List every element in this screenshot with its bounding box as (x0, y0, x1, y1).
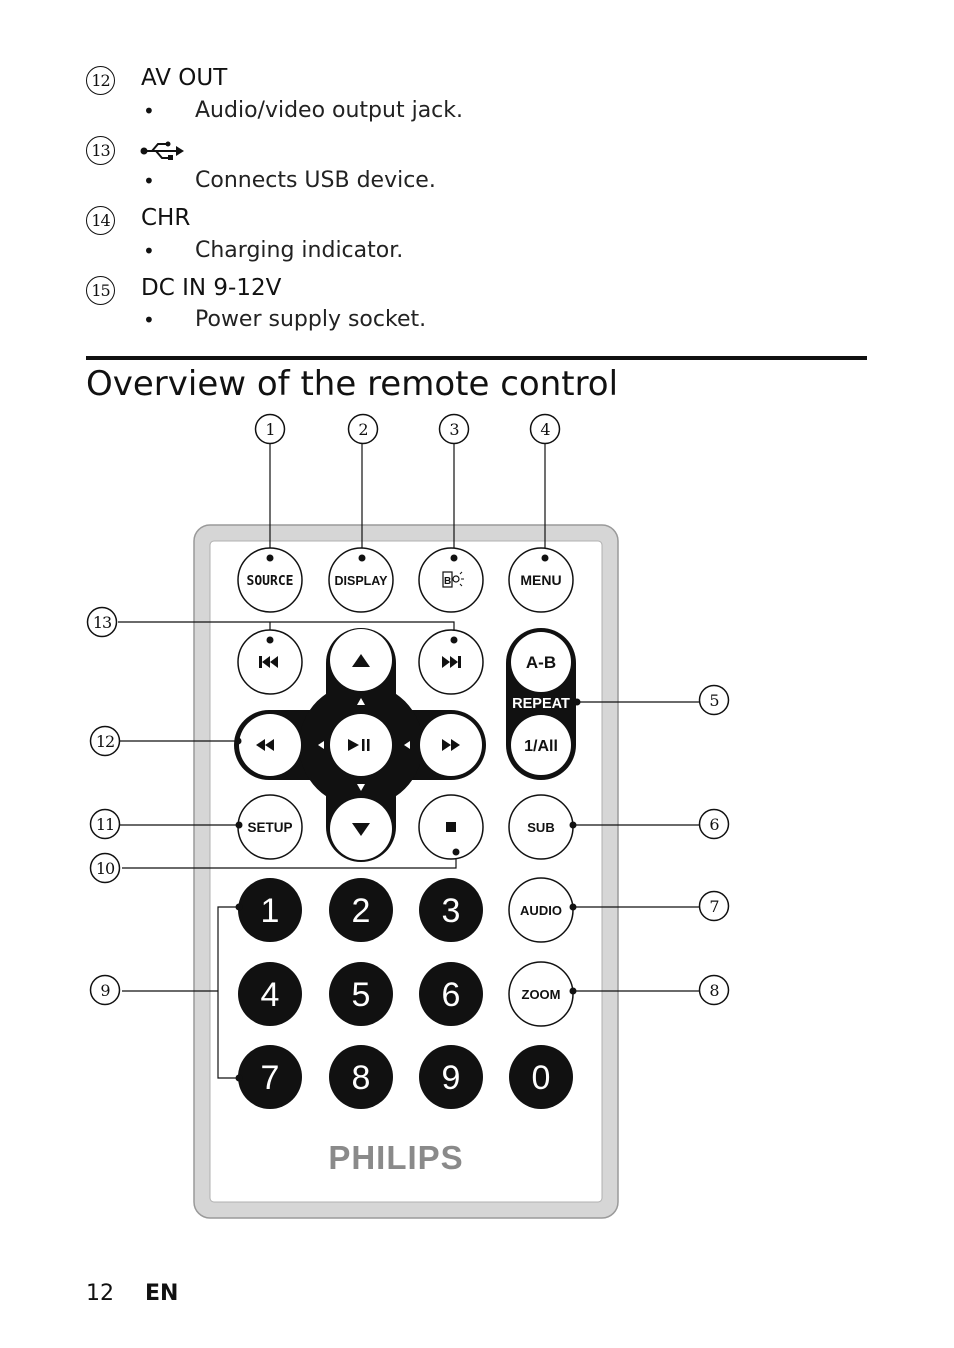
item-desc-av-out: Audio/video output jack. (195, 98, 464, 123)
digit-0-label: 0 (532, 1059, 551, 1097)
item-desc-chr: Charging indicator. (195, 238, 404, 263)
play-pause-icon (348, 739, 370, 751)
digit-8-button[interactable] (329, 1045, 393, 1109)
digit-9-label: 9 (442, 1059, 461, 1097)
display-label: DISPLAY (334, 574, 388, 588)
callout-13: 13 (93, 613, 111, 632)
digit-5-label: 5 (352, 976, 371, 1014)
stop-icon (446, 822, 456, 832)
section-divider (86, 356, 867, 360)
small-down-arrow-icon (357, 784, 365, 791)
menu-label: MENU (520, 572, 561, 588)
play-pause-button[interactable] (330, 714, 392, 776)
rewind-icon (256, 739, 274, 751)
callout-12: 12 (96, 732, 114, 751)
digit-6-button[interactable] (419, 962, 483, 1026)
svg-text:B: B (444, 576, 451, 587)
small-right-arrow-icon (404, 741, 410, 749)
backlight-icon: B (442, 571, 464, 588)
item-desc-dc-in: Power supply socket. (195, 307, 427, 332)
bullet: • (143, 239, 155, 263)
callout-9: 9 (100, 981, 110, 1000)
next-icon (442, 656, 461, 668)
section-heading: Overview of the remote control (86, 364, 619, 404)
digit-3-button[interactable] (419, 878, 483, 942)
down-arrow-icon (352, 823, 370, 836)
callout-7: 7 (709, 897, 719, 916)
oneall-label: 1/All (524, 738, 558, 755)
display-button[interactable] (328, 547, 394, 613)
brand-logo: PHILIPS (328, 1139, 463, 1176)
bullet: • (143, 308, 155, 332)
digit-7-button[interactable] (238, 1045, 302, 1109)
page-number: 12 (86, 1281, 114, 1306)
zoom-label: ZOOM (522, 987, 561, 1002)
bullet: • (143, 169, 155, 193)
remote-body-inner (209, 540, 603, 1203)
digit-4-button[interactable] (238, 962, 302, 1026)
transport-icons: B (256, 571, 464, 836)
callout-6: 6 (709, 815, 719, 834)
digit-8-label: 8 (352, 1059, 371, 1097)
item-desc-usb: Connects USB device. (195, 168, 436, 193)
previous-icon (259, 656, 278, 668)
callout-dots (234, 554, 581, 1082)
item-number-12: 12 (86, 66, 115, 95)
ab-button[interactable] (511, 632, 571, 692)
callout-11: 11 (96, 815, 114, 834)
digit-0-button[interactable] (509, 1045, 573, 1109)
callout-2: 2 (358, 420, 367, 439)
backlight-button[interactable] (418, 547, 484, 613)
sub-label: SUB (527, 820, 554, 835)
setup-label: SETUP (247, 820, 292, 835)
callout-8: 8 (709, 981, 719, 1000)
ab-label: A-B (526, 653, 556, 672)
usb-icon (140, 140, 186, 162)
item-number-13: 13 (86, 136, 115, 165)
number-buttons (238, 878, 573, 1109)
small-left-arrow-icon (318, 741, 324, 749)
digit-2-label: 2 (352, 892, 371, 930)
item-number-14: 14 (86, 206, 115, 235)
repeat-label: REPEAT (512, 696, 570, 712)
item-title-av-out: AV OUT (141, 65, 228, 91)
callout-5: 5 (709, 691, 718, 710)
menu-button[interactable] (508, 547, 574, 613)
bullet: • (143, 99, 155, 123)
digit-4-label: 4 (261, 976, 280, 1014)
digit-3-label: 3 (442, 892, 461, 930)
source-label: SOURCE (247, 574, 294, 589)
one-all-button[interactable] (511, 715, 571, 775)
item-number-15: 15 (86, 276, 115, 305)
callout-10: 10 (96, 859, 115, 878)
item-title-dc-in: DC IN 9-12V (141, 275, 282, 301)
digit-2-button[interactable] (329, 878, 393, 942)
digit-6-label: 6 (442, 976, 461, 1014)
language-code: EN (145, 1281, 179, 1306)
digit-9-button[interactable] (419, 1045, 483, 1109)
fast-forward-icon (442, 739, 460, 751)
callout-1: 1 (265, 420, 274, 439)
item-title-chr: CHR (141, 205, 191, 231)
digit-1-label: 1 (261, 892, 280, 930)
digit-1-button[interactable] (238, 878, 302, 942)
callout-3: 3 (449, 420, 458, 439)
digit-7-label: 7 (261, 1059, 280, 1097)
small-up-arrow-icon (357, 698, 365, 705)
audio-label: AUDIO (520, 903, 562, 918)
callout-4: 4 (540, 420, 550, 439)
source-button[interactable] (237, 547, 303, 613)
dpad-small-arrows (318, 698, 410, 791)
up-arrow-icon (352, 654, 370, 667)
digit-5-button[interactable] (329, 962, 393, 1026)
